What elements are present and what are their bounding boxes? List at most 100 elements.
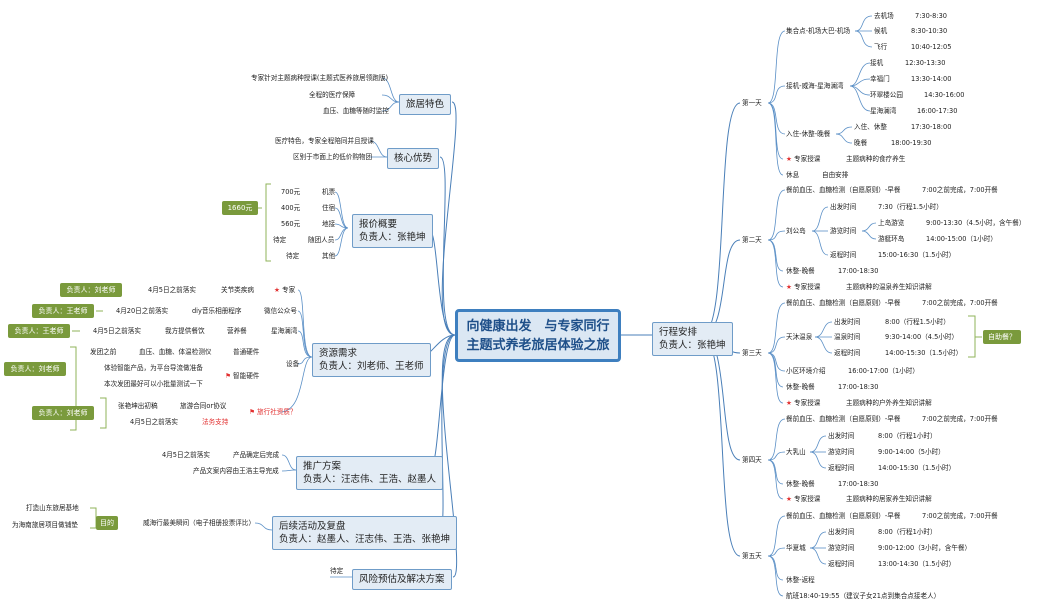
resources-row2-deadline: 4月20日之前落实: [116, 307, 169, 315]
day1-g2-i4-time: 16:00-17:30: [917, 107, 958, 115]
branch-itinerary-owner: 负责人：张艳坤: [659, 340, 726, 351]
resources-row4-c: 普通硬件: [233, 348, 260, 356]
branch-advantages[interactable]: 核心优势: [387, 148, 440, 169]
branch-promotion-owner: 负责人：汪志伟、王浩、赵墨人: [303, 474, 437, 485]
day2-i1-time: 7:30（行程1.5小时）: [878, 203, 943, 211]
day2-dinner: 休整-晚餐: [786, 267, 815, 275]
day1-g2-i3-time: 14:30-16:00: [924, 91, 965, 99]
day4-i3-name: 返程时间: [828, 464, 855, 472]
day4-dinner-time: 17:00-18:30: [838, 480, 879, 488]
branch-features[interactable]: 旅居特色: [399, 94, 452, 115]
branch-promotion[interactable]: 推广方案 负责人：汪志伟、王浩、赵墨人: [296, 456, 444, 490]
branch-itinerary[interactable]: 行程安排 负责人：张艳坤: [652, 322, 733, 356]
branch-resources-title: 资源需求: [319, 348, 358, 359]
day4-place: 大乳山: [786, 448, 806, 456]
day4-i2-name: 游览时间: [828, 448, 855, 456]
day3-dinner-time: 17:00-18:30: [838, 383, 879, 391]
day1-g2-i1-name: 接机: [870, 59, 884, 67]
branch-promotion-title: 推广方案: [303, 461, 342, 472]
branch-followup[interactable]: 后续活动及复盘 负责人：赵墨人、汪志伟、王浩、张艳坤: [272, 516, 458, 550]
day1-g1-i3-time: 10:40-12:05: [911, 43, 952, 51]
day4-i2-time: 9:00-14:00（5小时）: [878, 448, 945, 456]
resources-row1-tag: ★ 专家: [274, 286, 296, 294]
branch-followup-title: 后续活动及复盘: [279, 521, 346, 532]
day1-g3-i1-time: 17:30-18:00: [911, 123, 952, 131]
price-amount-2: 400元: [281, 204, 301, 212]
features-item-1: 专家针对主题病种授课(主题式医养旅居领跑版): [251, 74, 389, 82]
day3-i1-name: 出发时间: [834, 318, 861, 326]
day3-intro: 小区环境介绍: [786, 367, 826, 375]
day3-i2-name: 温泉时间: [834, 333, 861, 341]
day3-i3-time: 14:00-15:30（1.5小时）: [885, 349, 963, 357]
resources-row3-b: 星海澜湾: [271, 327, 298, 335]
day3-option: 自助餐？: [983, 330, 1021, 344]
day3-lecture-topic: 主题病种的户外养生知识讲解: [846, 399, 932, 407]
price-item-1: 机票: [322, 188, 336, 196]
day1-g2-i1-time: 12:30-13:30: [905, 59, 946, 67]
day4-i1-name: 出发时间: [828, 432, 855, 440]
day1-g3-i2-name: 晚餐: [854, 139, 868, 147]
branch-resources[interactable]: 资源需求 负责人：刘老师、王老师: [312, 343, 431, 377]
day1-rest-detail: 自由安排: [822, 171, 849, 179]
price-item-5: 其他: [322, 252, 336, 260]
resources-row4-a: 发团之前: [90, 348, 117, 356]
day2-sub1-name: 上岛游览: [878, 219, 905, 227]
risk-item: 待定: [330, 567, 344, 575]
day2-place: 刘公岛: [786, 227, 806, 235]
day2-label: 第二天: [742, 236, 762, 244]
root-topic[interactable]: 向健康出发 与专家同行 主题式养老旅居体验之旅: [455, 309, 621, 362]
features-item-2: 全程的医疗保障: [309, 91, 356, 99]
branch-quote[interactable]: 报价概要 负责人：张艳坤: [352, 214, 433, 248]
day3-intro-time: 16:00-17:00（1小时）: [848, 367, 919, 375]
day3-i3-name: 返程时间: [834, 349, 861, 357]
root-line-1: 向健康出发 与专家同行: [466, 319, 610, 334]
resources-row2-target: 微信公众号: [264, 307, 297, 315]
resources-row5-e: ⚑ 旅行社资质？: [249, 408, 297, 416]
star-icon: ★: [786, 399, 792, 407]
day2-sub2-name: 游艇环岛: [878, 235, 905, 243]
resources-row5-d: 法务支持: [202, 418, 229, 426]
day2-i3-name: 返程时间: [830, 251, 857, 259]
day5-label: 第五天: [742, 552, 762, 560]
resources-row2-owner: 负责人：王老师: [32, 304, 94, 318]
day4-dinner: 休整-晚餐: [786, 480, 815, 488]
day1-g3-label: 入住-休整-晚餐: [786, 130, 831, 138]
star-icon: ★: [786, 283, 792, 291]
advantages-item-2: 区别于市面上的低价购物团: [293, 153, 373, 161]
resources-row1-owner: 负责人：刘老师: [60, 283, 122, 297]
promotion-item-3: 产品文案内容由王浩主导完成: [193, 467, 279, 475]
day3-place: 天沐温泉: [786, 333, 813, 341]
branch-risk-title: 风险预估及解决方案: [359, 574, 445, 585]
branch-advantages-title: 核心优势: [394, 153, 433, 164]
star-icon: ★: [786, 495, 792, 503]
price-amount-4: 待定: [273, 236, 287, 244]
day5-i3-name: 返程时间: [828, 560, 855, 568]
resources-row4-d: 体验智能产品，为平台导流做准备: [104, 364, 203, 372]
promotion-item-1: 4月5日之前落实: [162, 451, 210, 459]
day3-check: 餐前血压、血糖检测（自愿原则）-早餐: [786, 299, 901, 307]
day2-lecture-topic: 主题病种的温泉养生知识讲解: [846, 283, 932, 291]
day5-back: 休整-返程: [786, 576, 815, 584]
quote-total: 1660元: [222, 201, 258, 215]
price-amount-5: 待定: [286, 252, 300, 260]
day4-i3-time: 14:00-15:30（1.5小时）: [878, 464, 956, 472]
resources-row4-b: 血压、血糖、体温检测仪: [139, 348, 212, 356]
day3-lecture: ★ 专家授课: [786, 399, 821, 407]
day5-flight: 航班18:40-19:55（建议子女21点到集合点接老人）: [786, 592, 941, 600]
branch-followup-owner: 负责人：赵墨人、汪志伟、王浩、张艳坤: [279, 534, 451, 545]
day1-g1-i1-name: 去机场: [874, 12, 894, 20]
branch-risk[interactable]: 风险预估及解决方案: [352, 569, 452, 590]
day2-sub1-time: 9:00-13:30（4.5小时，含午餐）: [926, 219, 1026, 227]
day5-check: 餐前血压、血糖检测（自愿原则）-早餐: [786, 512, 901, 520]
followup-goal-1: 打造山东旅居基地: [26, 504, 79, 512]
day4-lecture: ★ 专家授课: [786, 495, 821, 503]
day4-lecture-topic: 主题病种的居家养生知识讲解: [846, 495, 932, 503]
resources-row3-owner: 负责人：王老师: [8, 324, 70, 338]
day1-g2-i4-name: 星海澜湾: [870, 107, 897, 115]
price-item-2: 住宿: [322, 204, 336, 212]
day5-i3-time: 13:00-14:30（1.5小时）: [878, 560, 956, 568]
resources-row4-f: 本次发团最好可以小批量测试一下: [104, 380, 203, 388]
branch-resources-owner: 负责人：刘老师、王老师: [319, 361, 424, 372]
day3-dinner: 休整-晚餐: [786, 383, 815, 391]
